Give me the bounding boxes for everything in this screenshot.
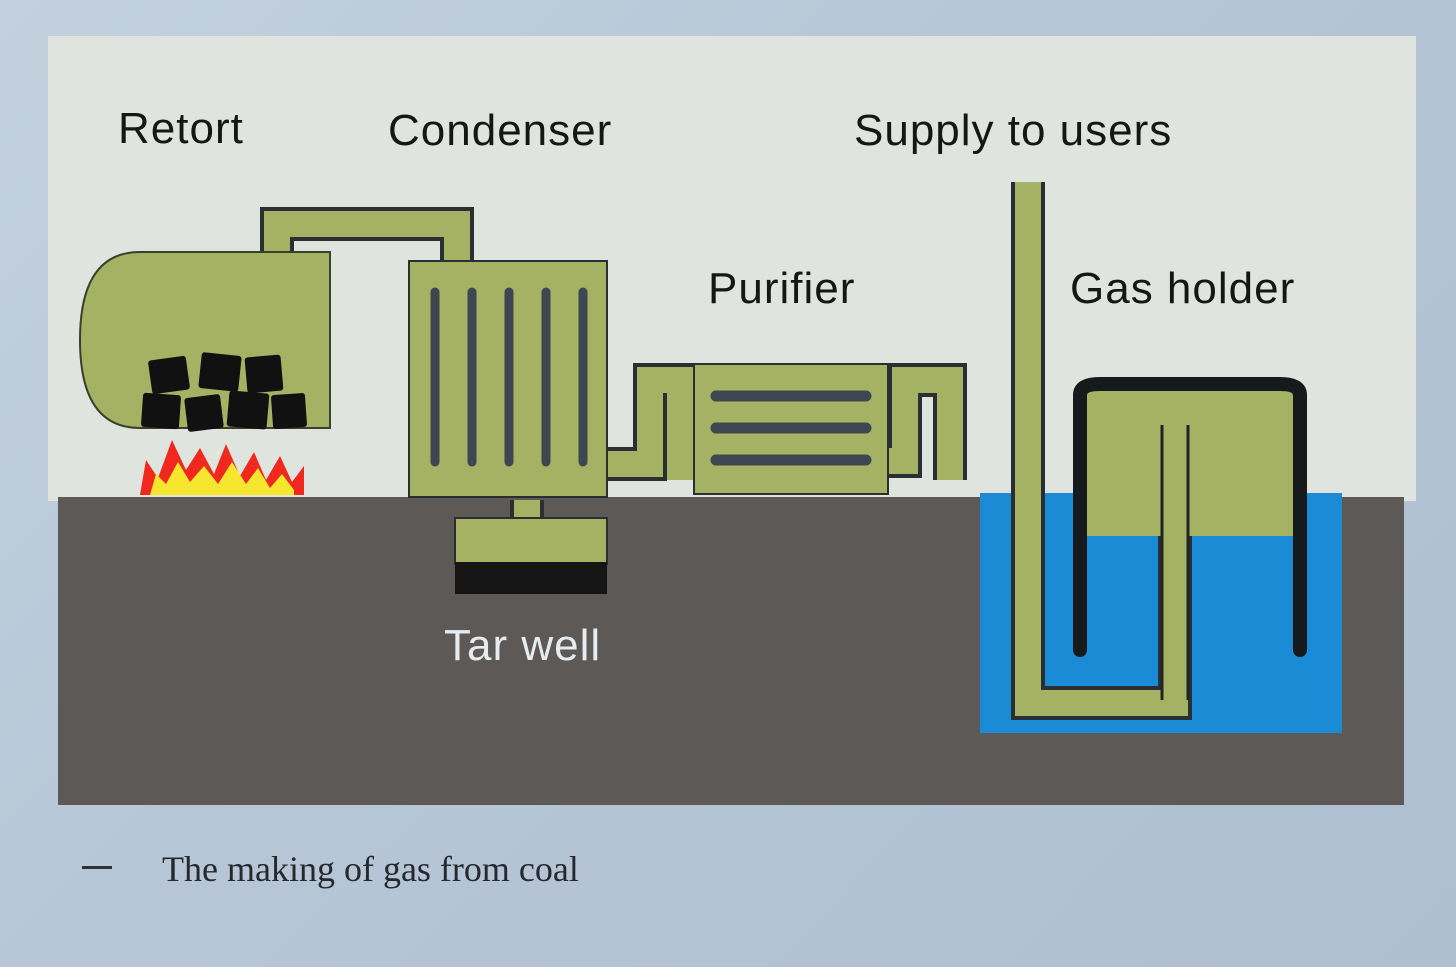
gas-holder <box>1073 377 1307 700</box>
label-tar-well: Tar well <box>444 621 601 670</box>
label-supply-to-users: Supply to users <box>854 106 1172 155</box>
figure-caption: The making of gas from coal <box>162 849 579 889</box>
label-gas-holder: Gas holder <box>1070 264 1295 313</box>
pipe-network <box>260 182 1192 720</box>
label-retort: Retort <box>118 104 244 153</box>
condenser-tubes <box>430 287 588 467</box>
purifier-trays <box>710 390 872 466</box>
coal-lumps <box>141 352 307 432</box>
label-purifier: Purifier <box>708 264 855 313</box>
caption-marker <box>82 866 112 869</box>
tar-well <box>454 517 608 565</box>
label-condenser: Condenser <box>388 106 612 155</box>
tar-layer <box>455 562 607 594</box>
flame <box>140 440 304 495</box>
